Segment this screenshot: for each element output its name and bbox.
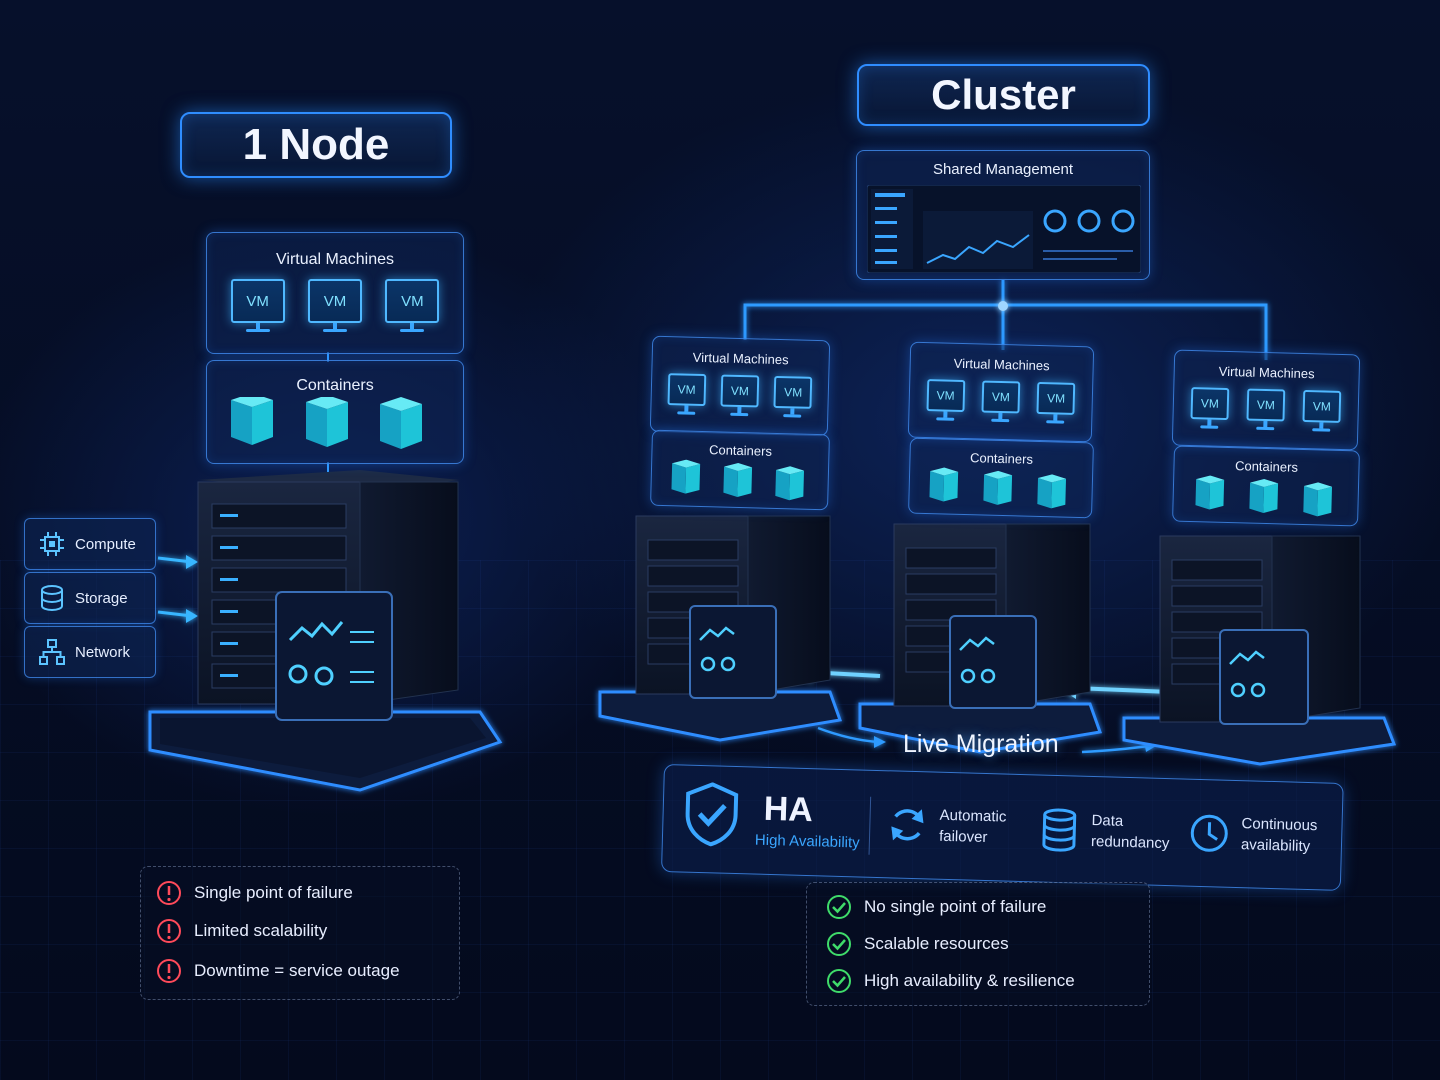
container-cube-icon — [775, 466, 805, 501]
cluster-server-1 — [598, 515, 843, 742]
single-node-containers-panel: Containers — [206, 360, 464, 464]
dashboard-preview-icon — [867, 185, 1141, 273]
container-cubes — [929, 467, 1067, 509]
container-cube-icon — [1303, 482, 1333, 517]
container-cube-icon — [1037, 474, 1067, 509]
container-cube-icon — [983, 470, 1013, 505]
container-cube-icon — [231, 397, 273, 445]
tree-junction-dot — [998, 301, 1008, 311]
cluster-server-2 — [858, 523, 1103, 754]
vm-panel-title: Virtual Machines — [692, 349, 789, 368]
vm-monitor-icon: VM — [1302, 389, 1342, 432]
benefit-item: Scalable resources — [826, 931, 1009, 957]
vm-monitor-icon: VM — [720, 374, 760, 417]
cluster-node-1-vm-panel: Virtual Machines VM VM VM — [649, 335, 831, 437]
shield-check-icon — [685, 782, 739, 847]
single-node-title: 1 Node — [180, 112, 452, 178]
cluster-server-3 — [1122, 535, 1397, 766]
vm-monitor-icon: VM — [385, 279, 440, 332]
cluster-node-2-containers-panel: Containers — [908, 437, 1094, 519]
container-cube-icon — [306, 397, 348, 447]
shared-management-panel: Shared Management — [856, 150, 1150, 280]
database-icon — [1042, 808, 1077, 852]
resource-label: Network — [75, 643, 131, 661]
ha-title: HA — [763, 789, 814, 830]
container-cube-icon — [929, 467, 959, 502]
containers-panel-title: Containers — [1234, 458, 1299, 475]
single-node-vm-panel: Virtual Machines VM VM VM — [206, 232, 464, 354]
live-migration-label: Live Migration — [903, 730, 1059, 758]
warning-icon — [157, 881, 181, 905]
vm-monitor-icon: VM — [1036, 381, 1076, 424]
check-circle-icon — [827, 895, 851, 919]
ha-subtitle: High Availability — [754, 831, 860, 852]
containers-panel-title: Containers — [296, 377, 374, 394]
vm-monitor-icon: VM — [926, 379, 965, 421]
vm-monitor-icon: VM — [981, 380, 1021, 423]
resource-label: Compute — [75, 535, 136, 553]
container-cube-icon — [671, 459, 701, 494]
benefit-item: High availability & resilience — [826, 968, 1075, 994]
single-node-drawbacks — [140, 866, 460, 1000]
resource-compute: Compute — [24, 518, 156, 570]
container-cube-icon — [723, 462, 753, 497]
containers-panel-title: Containers — [969, 450, 1034, 467]
drawback-item: Downtime = service outage — [156, 958, 400, 984]
cluster-title: Cluster — [857, 64, 1150, 126]
vm-panel-title: Virtual Machines — [953, 355, 1050, 374]
single-node-server — [148, 470, 503, 792]
resource-arrows — [157, 555, 198, 623]
benefit-item: No single point of failure — [826, 894, 1046, 920]
vm-panel-title: Virtual Machines — [1218, 363, 1315, 382]
ha-divider — [868, 796, 872, 855]
container-cube-icon — [1249, 478, 1279, 513]
resource-label: Storage — [75, 589, 128, 607]
vm-monitor-icon: VM — [307, 279, 362, 332]
resource-storage: Storage — [24, 572, 156, 624]
warning-icon — [157, 959, 181, 983]
clock-icon — [1190, 814, 1228, 852]
cpu-icon — [40, 532, 64, 556]
container-cubes — [671, 459, 805, 501]
resource-network: Network — [24, 626, 156, 678]
vm-monitor-icon: VM — [667, 373, 706, 415]
check-circle-icon — [827, 932, 851, 956]
warning-icon — [157, 919, 181, 943]
database-icon — [41, 585, 63, 611]
cluster-node-1-containers-panel: Containers — [650, 429, 830, 511]
vm-monitor-icon: VM — [1246, 388, 1286, 431]
cluster-node-3-vm-panel: Virtual Machines VM VM VM — [1171, 349, 1361, 451]
shared-management-title: Shared Management — [932, 161, 1074, 178]
containers-panel-title: Containers — [708, 442, 773, 459]
container-cube-icon — [1195, 475, 1225, 510]
vm-monitor-icon: VM — [773, 375, 813, 418]
vm-panel-title: Virtual Machines — [276, 251, 394, 268]
container-cubes — [1195, 475, 1333, 517]
cluster-node-2-vm-panel: Virtual Machines VM VM VM — [907, 341, 1095, 443]
drawback-item: Limited scalability — [156, 918, 327, 944]
check-circle-icon — [827, 969, 851, 993]
vm-monitor-icon: VM — [1190, 387, 1230, 429]
network-icon — [39, 639, 65, 665]
refresh-icon — [891, 809, 924, 841]
container-cubes — [231, 397, 422, 449]
drawback-item: Single point of failure — [156, 880, 353, 906]
cluster-node-3-containers-panel: Containers — [1172, 445, 1360, 527]
container-cube-icon — [380, 397, 422, 449]
cluster-benefits — [806, 882, 1150, 1006]
vm-monitor-icon: VM — [230, 279, 285, 332]
vm-row: VM VM VM — [219, 279, 451, 332]
